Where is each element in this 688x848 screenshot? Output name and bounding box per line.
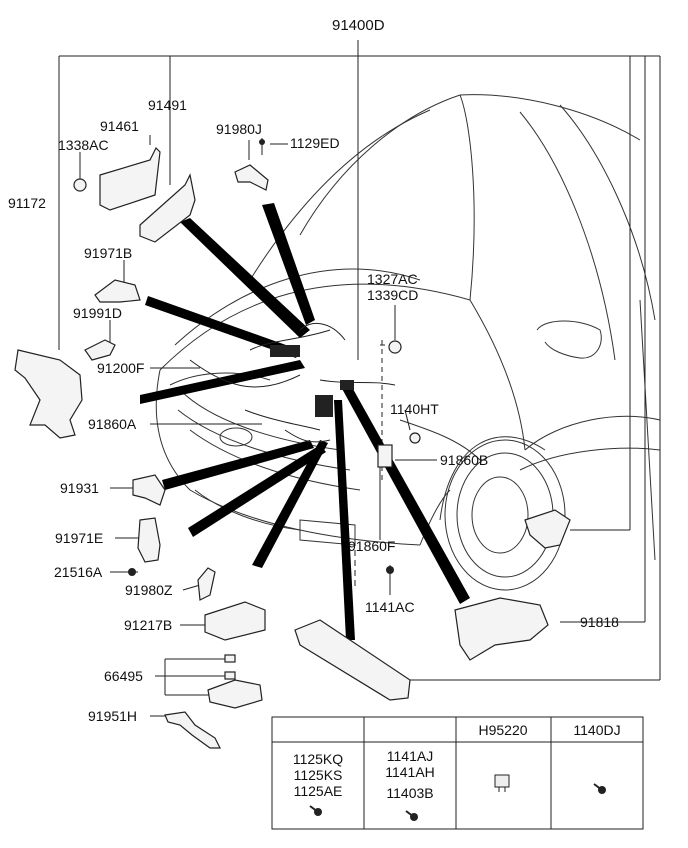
part-91991d-bracket xyxy=(84,339,116,361)
harness-connector xyxy=(270,345,300,357)
part-1327ac-nut xyxy=(388,340,402,354)
part-1140ht-bolt xyxy=(409,432,421,444)
label-1339cd: 1339CD xyxy=(367,287,418,303)
labels: 91400D 91491 91461 1338AC 91172 91980J 1… xyxy=(8,17,619,724)
junction-block xyxy=(315,395,333,417)
label-91980z: 91980Z xyxy=(125,582,173,598)
label-1141ac: 1141AC xyxy=(365,599,415,615)
label-91491: 91491 xyxy=(148,97,187,113)
label-91200f: 91200F xyxy=(97,360,144,376)
leader-lines xyxy=(58,40,661,717)
part-66495-a xyxy=(224,654,236,663)
relay-icon xyxy=(494,774,510,792)
part-91491-bracket xyxy=(139,173,196,243)
screw-icon xyxy=(593,783,606,794)
label-1327ac: 1327AC xyxy=(367,271,418,287)
parts-table: H95220 1140DJ 1125KQ 1125KS 1125AE 1141A… xyxy=(271,716,644,830)
label-91400d: 91400D xyxy=(332,17,385,34)
part-91461-bracket xyxy=(99,146,161,211)
table-cell-1125ae: 1125AE xyxy=(294,783,343,799)
part-1141ac-bolt xyxy=(386,566,394,574)
label-21516a: 21516A xyxy=(54,564,103,580)
part-91217b-module xyxy=(204,601,266,641)
part-1129ed-screw xyxy=(259,139,265,145)
part-91971b-bracket xyxy=(94,279,141,303)
table-cell-11403b: 11403B xyxy=(386,785,433,801)
table-header-4: 1140DJ xyxy=(573,722,620,738)
label-91860f: 91860F xyxy=(348,538,395,554)
table-cell-1125kq: 1125KQ xyxy=(293,751,343,767)
screw-icon xyxy=(405,810,418,821)
label-91951h: 91951H xyxy=(88,708,137,724)
label-91971e: 91971E xyxy=(55,530,103,546)
label-91991d: 91991D xyxy=(73,305,122,321)
part-harness-cover xyxy=(294,619,411,701)
part-66495-c xyxy=(207,679,263,709)
label-1338ac: 1338AC xyxy=(58,137,109,153)
part-91980z-bracket xyxy=(197,567,216,601)
part-66495-b xyxy=(224,671,236,680)
label-91931: 91931 xyxy=(60,480,99,496)
table-cell-1141aj: 1141AJ xyxy=(387,748,433,764)
wiring-harness xyxy=(189,322,396,443)
part-91860b-connector xyxy=(377,444,393,468)
part-1338ac-nut xyxy=(73,178,87,192)
label-91971b: 91971B xyxy=(84,245,132,261)
connection-bands xyxy=(140,203,470,640)
car-outline xyxy=(155,94,661,591)
label-91860a: 91860A xyxy=(88,416,137,432)
label-1129ed: 1129ED xyxy=(290,135,340,151)
harness-connector xyxy=(340,380,354,390)
table-cell-1125ks: 1125KS xyxy=(294,767,343,783)
part-91980j-clip xyxy=(234,164,269,191)
label-1140ht: 1140HT xyxy=(390,401,439,417)
label-91172: 91172 xyxy=(8,195,46,211)
label-66495: 66495 xyxy=(104,668,143,684)
part-91971e-bracket xyxy=(137,517,161,563)
label-91980j: 91980J xyxy=(216,121,262,137)
screw-icon xyxy=(309,805,322,816)
part-bracket-right xyxy=(524,509,571,549)
part-91172-bracket xyxy=(14,349,83,439)
part-91951h-bracket xyxy=(164,711,221,749)
part-91931-bracket xyxy=(132,474,166,506)
label-91461: 91461 xyxy=(100,118,139,134)
label-91217b: 91217B xyxy=(124,617,172,633)
part-21516a-bolt xyxy=(128,568,136,576)
label-91860b: 91860B xyxy=(440,452,488,468)
table-header-3: H95220 xyxy=(478,722,527,738)
part-91818-bracket xyxy=(454,597,549,661)
part-shapes xyxy=(14,138,571,749)
table-cell-1141ah: 1141AH xyxy=(385,764,435,780)
label-91818: 91818 xyxy=(580,614,619,630)
